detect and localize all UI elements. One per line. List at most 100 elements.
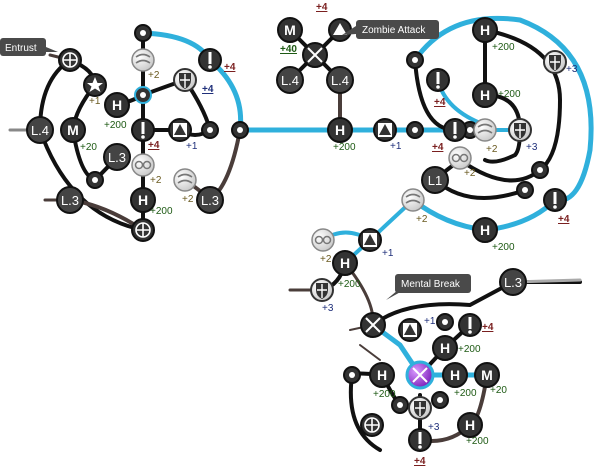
hp-node[interactable]: H: [457, 412, 483, 438]
magic-defense-node[interactable]: [448, 146, 472, 170]
hp-node[interactable]: H: [104, 92, 130, 118]
double-circle-icon: [451, 153, 461, 163]
level-3-lock-node[interactable]: L.3: [499, 268, 527, 296]
hp-node[interactable]: H: [327, 117, 353, 143]
luck-node[interactable]: [83, 73, 107, 97]
hp-node[interactable]: H: [332, 250, 358, 276]
strength-node[interactable]: [443, 118, 467, 142]
hp-node[interactable]: H: [472, 17, 498, 43]
skill-node-mental-break[interactable]: [360, 312, 386, 338]
mp-node[interactable]: M: [474, 362, 500, 388]
empty-node[interactable]: [134, 86, 152, 104]
level-4-lock-node[interactable]: L.4: [326, 66, 354, 94]
defense-node[interactable]: [173, 68, 197, 92]
agility-node[interactable]: [398, 318, 422, 342]
agility-node[interactable]: [168, 118, 192, 142]
spirit-bonus: +3: [322, 303, 334, 314]
hp-node[interactable]: H: [130, 187, 156, 213]
empty-node[interactable]: [201, 121, 219, 139]
strength-node[interactable]: [131, 118, 155, 142]
ability-node[interactable]: [360, 413, 384, 437]
level-label: L.3: [201, 193, 219, 208]
strength-bonus: +4: [482, 322, 494, 333]
level-4-lock-node[interactable]: L.4: [276, 66, 304, 94]
ability-node[interactable]: [131, 218, 155, 242]
level-label: L.4: [31, 123, 49, 138]
empty-node[interactable]: [531, 161, 549, 179]
level-4-lock-node[interactable]: L.4: [26, 116, 54, 144]
sword-icon: [208, 52, 212, 64]
sword-icon: [453, 122, 457, 134]
strength-node[interactable]: [458, 313, 482, 337]
spirit-node[interactable]: [408, 396, 432, 420]
magic-bonus: +2: [148, 70, 160, 81]
magic-defense-node[interactable]: [311, 228, 335, 252]
wave-icon: [405, 193, 421, 204]
level-3-lock-node[interactable]: L.3: [103, 143, 131, 171]
magic-bonus: +2: [416, 214, 428, 225]
level-3-lock-node[interactable]: L.3: [196, 186, 224, 214]
current-position-node[interactable]: [405, 360, 435, 390]
magic-defense-node[interactable]: [131, 153, 155, 177]
empty-node[interactable]: [431, 391, 449, 409]
hp-bonus: +200: [338, 279, 361, 290]
hp-bonus: +200: [492, 242, 515, 253]
strength-bonus: +4: [224, 62, 236, 73]
empty-node[interactable]: [406, 121, 424, 139]
magic-node[interactable]: [401, 188, 425, 212]
mp-node[interactable]: M: [277, 17, 303, 43]
empty-node[interactable]: [343, 366, 361, 384]
hp-node[interactable]: H: [432, 335, 458, 361]
magic-node[interactable]: [131, 48, 155, 72]
strength-node[interactable]: [543, 188, 567, 212]
spirit-node[interactable]: [310, 278, 334, 302]
hp-node[interactable]: H: [472, 82, 498, 108]
strength-node[interactable]: [408, 428, 432, 452]
strength-bonus: +4: [558, 214, 570, 225]
tooltip-zombie-attack: Zombie Attack: [342, 20, 439, 39]
empty-node[interactable]: [391, 396, 409, 414]
hp-bonus: +200: [454, 388, 477, 399]
mp-bonus: +20: [490, 385, 507, 396]
crossed-swords-icon: [365, 317, 381, 333]
level-label: L.3: [504, 275, 522, 290]
level-1-lock-node[interactable]: L1: [421, 166, 449, 194]
agility-bonus: +1: [424, 316, 436, 327]
empty-node[interactable]: [516, 181, 534, 199]
hp-node[interactable]: H: [369, 362, 395, 388]
strength-bonus: +4: [432, 142, 444, 153]
level-3-lock-node[interactable]: L.3: [56, 186, 84, 214]
skill-node-zombie-attack[interactable]: [302, 42, 328, 68]
magic-node[interactable]: [473, 118, 497, 142]
empty-node[interactable]: [406, 51, 424, 69]
sword-icon: [468, 317, 472, 329]
tooltip-entrust: Entrust: [0, 38, 58, 56]
magic-node[interactable]: [173, 168, 197, 192]
mp-node[interactable]: M: [60, 117, 86, 143]
empty-node[interactable]: [86, 171, 104, 189]
hp-letter: H: [340, 255, 350, 271]
strength-node[interactable]: [198, 48, 222, 72]
agility-node[interactable]: [328, 18, 352, 42]
hp-node[interactable]: H: [442, 362, 468, 388]
magic-bonus: +2: [464, 168, 476, 179]
agility-node[interactable]: [373, 118, 397, 142]
agility-bonus: +1: [390, 141, 402, 152]
triangle-icon: [333, 23, 347, 35]
hp-letter: H: [112, 97, 122, 113]
empty-node[interactable]: [134, 24, 152, 42]
hp-letter: H: [480, 222, 490, 238]
hp-letter: H: [138, 192, 148, 208]
empty-node[interactable]: [436, 313, 454, 331]
spirit-node[interactable]: [543, 50, 567, 74]
ability-node-entrust[interactable]: [58, 48, 82, 72]
spirit-node[interactable]: [508, 118, 532, 142]
agility-node[interactable]: [358, 228, 382, 252]
hp-bonus: +200: [466, 436, 489, 447]
hp-letter: H: [335, 122, 345, 138]
strength-node[interactable]: [426, 68, 450, 92]
empty-node[interactable]: [231, 121, 249, 139]
hp-node[interactable]: H: [472, 217, 498, 243]
level-label: L1: [428, 173, 442, 188]
triangle-icon: [404, 324, 416, 335]
